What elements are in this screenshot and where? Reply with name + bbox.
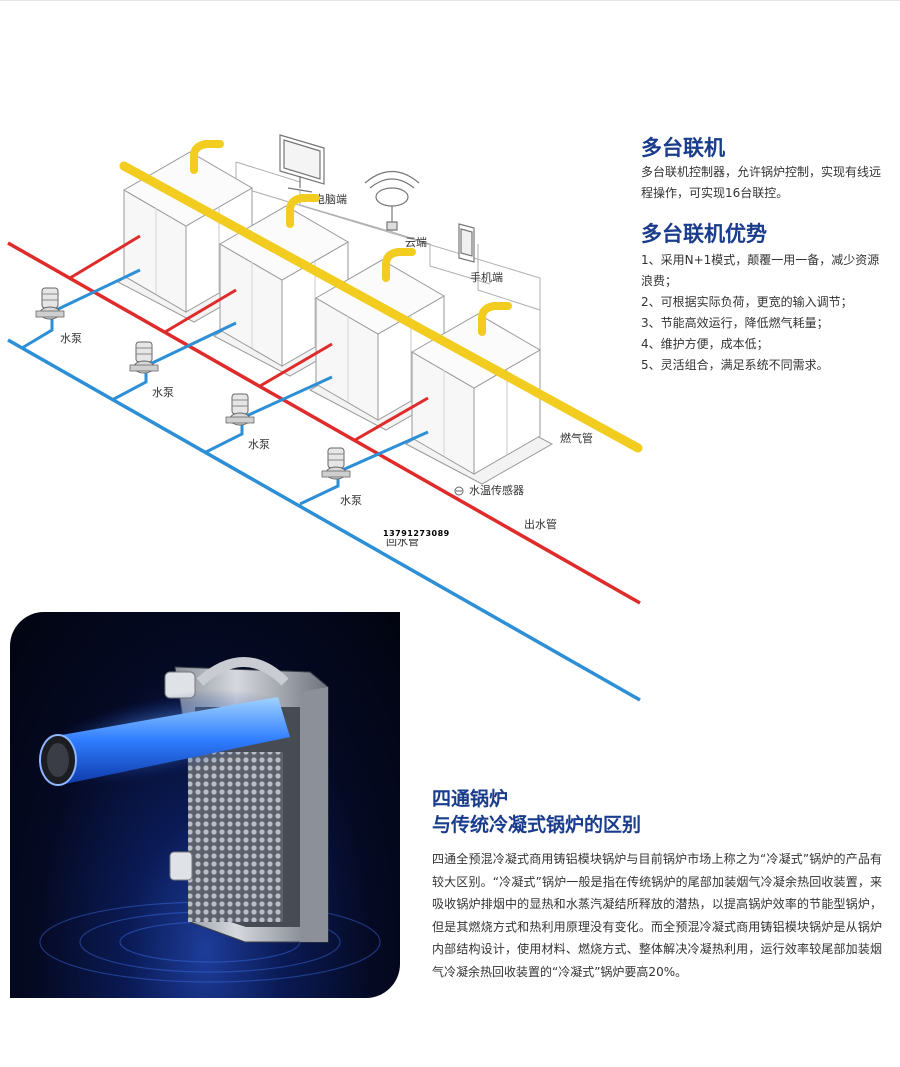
- gas-pipe-label: 燃气管: [560, 431, 593, 445]
- pump-label-2: 水泵: [152, 386, 174, 399]
- pump-label-3: 水泵: [248, 438, 270, 451]
- section-title-comparison-line1: 四通锅炉: [432, 788, 509, 810]
- advantage-item: 2、可根据实际负荷，更宽的输入调节；: [641, 295, 853, 309]
- phone-icon: [458, 223, 475, 263]
- outlet-pipe-label: 出水管: [524, 517, 557, 531]
- pump-label-4: 水泵: [340, 494, 362, 507]
- phone-label: 手机端: [470, 270, 503, 284]
- multi-boiler-system-diagram: 电脑端 云端 手机端 水泵 水泵 水泵 水泵 燃气管: [7, 134, 643, 702]
- advantages-list: 1、采用N+1模式，颠覆一用一备，减少资源浪费； 2、可根据实际负荷，更宽的输入…: [641, 250, 891, 376]
- top-border: [0, 0, 900, 1]
- outlet-pipe-branches: [69, 234, 429, 442]
- advantage-item: 3、节能高效运行，降低燃气耗量；: [641, 316, 829, 330]
- cloud-icon: [364, 171, 420, 231]
- cloud-label: 云端: [405, 236, 427, 249]
- water-pump-icon: [35, 287, 65, 320]
- section-description-multi-unit: 多台联机控制器，允许锅炉控制，实现有线远程操作，可实现16台联控。: [641, 165, 882, 200]
- comparison-body-text: 四通全预混冷凝式商用铸铝模块锅炉与目前锅炉市场上称之为“冷凝式”锅炉的产品有较大…: [432, 852, 882, 979]
- advantage-item: 5、灵活组合，满足系统不同需求。: [641, 358, 829, 372]
- water-pump-icon: [321, 447, 351, 480]
- temp-sensor-icon: [454, 486, 464, 496]
- section-title-advantages: 多台联机优势: [641, 222, 767, 246]
- outlet-pipe: [7, 241, 641, 605]
- water-pumps: [35, 287, 351, 480]
- heat-exchanger-photo: [10, 612, 400, 998]
- temp-sensor-label: 水温传感器: [469, 484, 524, 497]
- advantage-item: 4、维护方便，成本低；: [641, 337, 769, 351]
- heat-exchanger-illustration: [32, 657, 381, 983]
- section-title-multi-unit: 多台联机: [641, 136, 725, 160]
- computer-icon: [279, 134, 325, 193]
- phone-number-watermark: 13791273089: [381, 529, 452, 539]
- pump-label-1: 水泵: [60, 332, 82, 345]
- water-pump-icon: [225, 393, 255, 426]
- computer-label: 电脑端: [314, 193, 347, 206]
- section-title-comparison-line2: 与传统冷凝式锅炉的区别: [432, 814, 642, 836]
- gas-pipe: [119, 161, 643, 453]
- water-pump-icon: [129, 341, 159, 374]
- advantage-item: 1、采用N+1模式，颠覆一用一备，减少资源浪费；: [641, 253, 880, 288]
- boiler-unit: [116, 140, 266, 323]
